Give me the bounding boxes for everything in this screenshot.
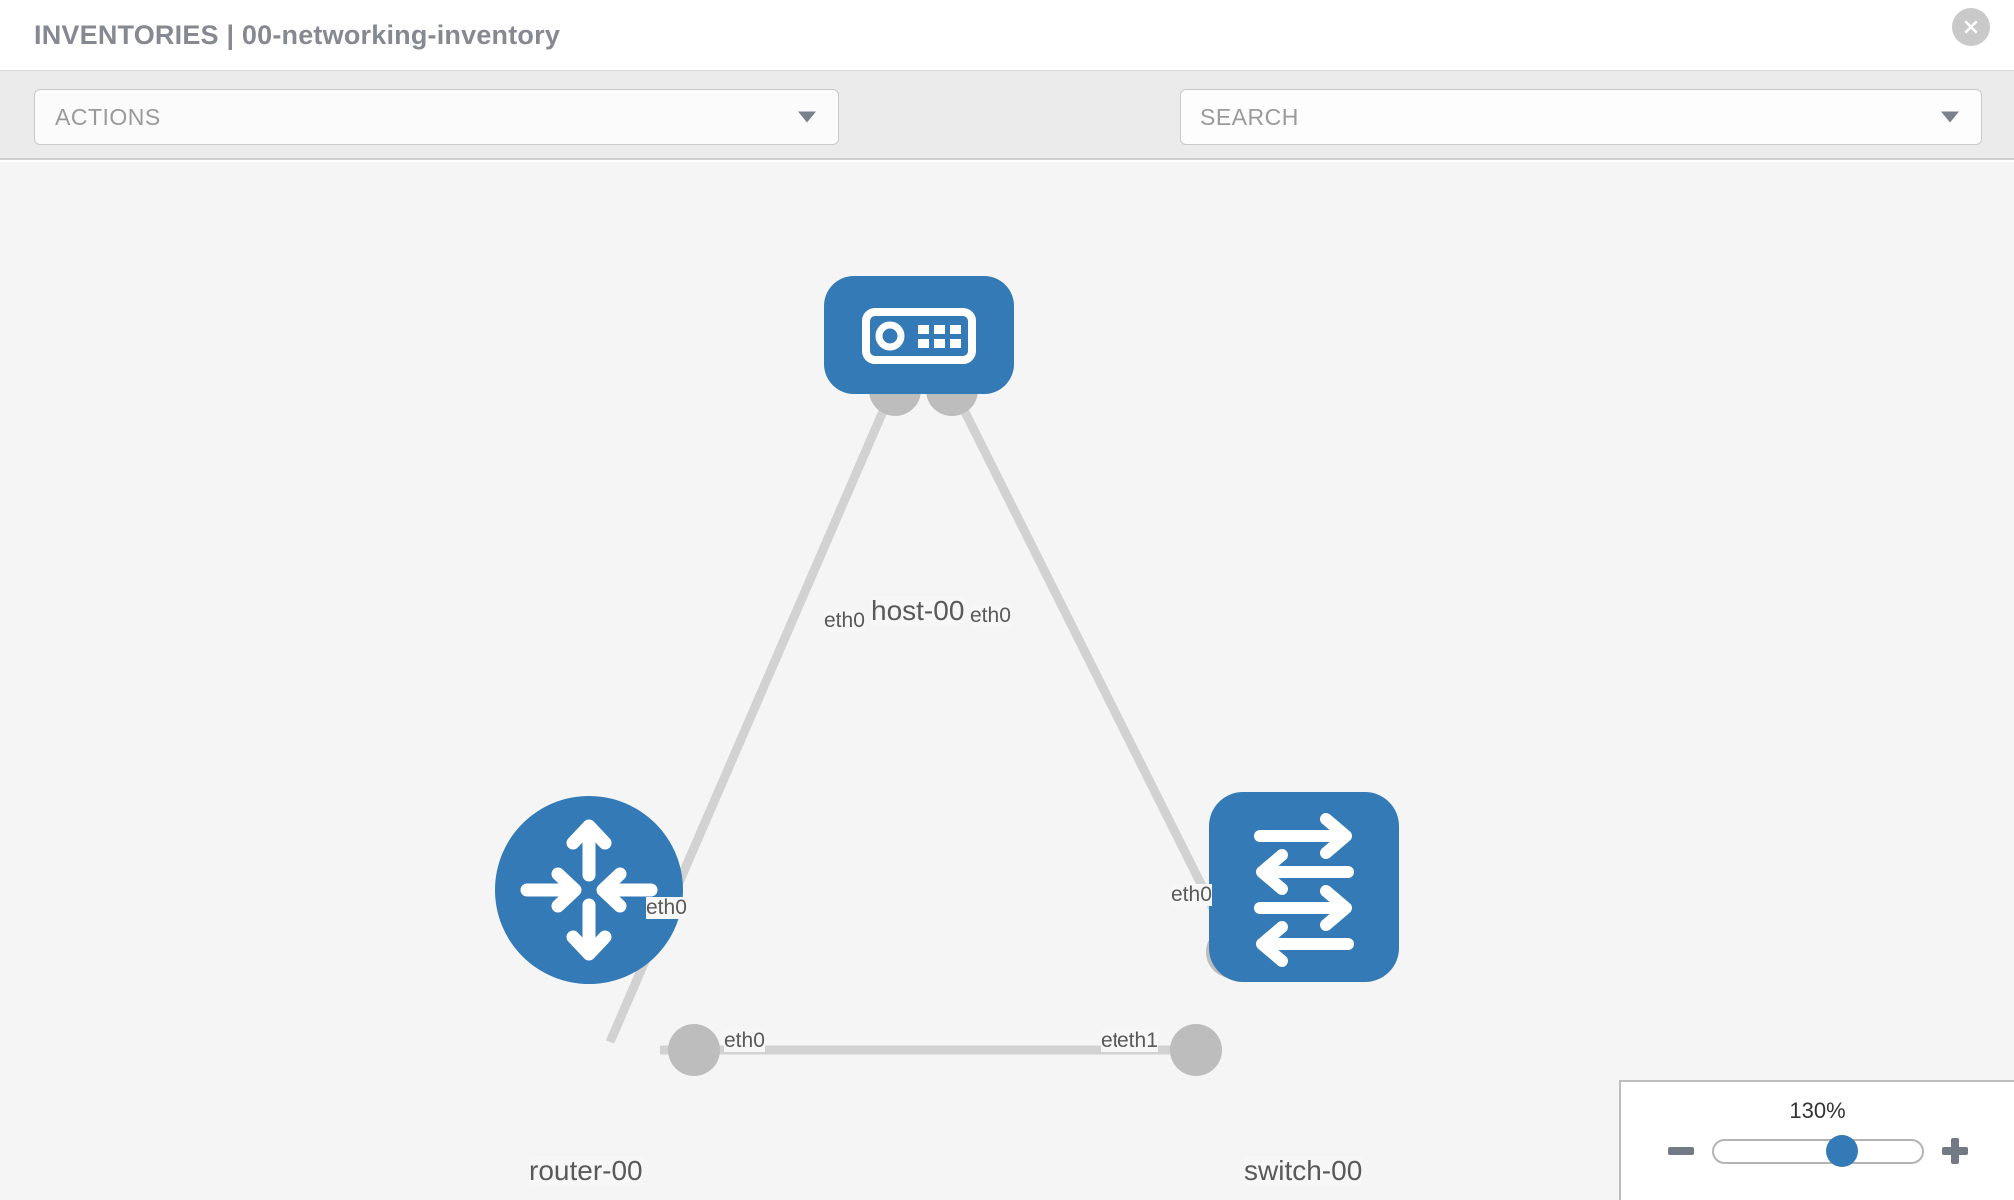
close-icon[interactable]: [1952, 8, 1990, 46]
switch-arrows-icon: [1254, 813, 1354, 967]
node-host-00[interactable]: [824, 276, 1014, 394]
node-switch-00[interactable]: [1209, 792, 1399, 982]
search-input[interactable]: SEARCH: [1180, 89, 1982, 145]
link-connectors: [668, 364, 1258, 1076]
link-host-switch[interactable]: [940, 369, 1245, 965]
actions-dropdown-label: ACTIONS: [55, 103, 161, 130]
minus-icon[interactable]: [1664, 1134, 1698, 1168]
chevron-down-icon[interactable]: [1941, 111, 1959, 123]
actions-dropdown[interactable]: ACTIONS: [34, 89, 839, 145]
topology-canvas[interactable]: eth0 eth0 eth0 eth0 eth0 eth0 eth1 host-…: [0, 162, 2014, 1200]
search-placeholder: SEARCH: [1200, 103, 1299, 130]
node-router-00[interactable]: [495, 796, 683, 984]
zoom-level-value: 130%: [1789, 1098, 1846, 1123]
page-header: INVENTORIES | 00-networking-inventory: [0, 0, 2014, 70]
toolbar: ACTIONS SEARCH: [0, 70, 2014, 202]
server-icon: [862, 308, 976, 364]
zoom-control-panel: 130%: [1619, 1080, 2014, 1200]
zoom-slider-thumb[interactable]: [1826, 1135, 1859, 1167]
page-title: INVENTORIES | 00-networking-inventory: [34, 19, 561, 50]
chevron-down-icon: [798, 111, 816, 123]
router-arrows-icon: [520, 819, 658, 961]
plus-icon[interactable]: [1938, 1134, 1972, 1168]
zoom-slider[interactable]: [1711, 1135, 1924, 1167]
zoom-slider-row: [1621, 1134, 2014, 1168]
topology-graph: [495, 276, 1399, 1076]
